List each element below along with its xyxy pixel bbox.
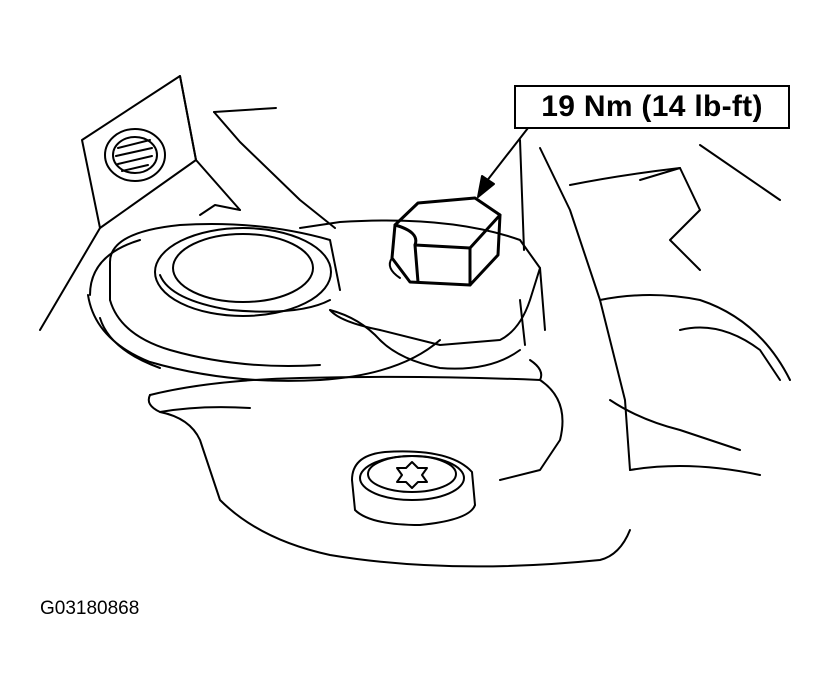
figure-id-label: G03180868 — [40, 598, 140, 619]
threaded-bracket — [39, 75, 241, 331]
hex-bolt — [388, 196, 502, 287]
control-arm-body — [147, 359, 631, 568]
torx-bolt — [351, 450, 476, 526]
housing-outline — [213, 107, 791, 476]
bolt-flange-tab — [199, 204, 546, 370]
cylindrical-boss — [87, 223, 441, 382]
torque-callout-box: 19 Nm (14 lb-ft) — [514, 85, 790, 129]
torque-value-label: 19 Nm (14 lb-ft) — [541, 90, 763, 123]
callout-leader-arrow — [477, 127, 529, 198]
